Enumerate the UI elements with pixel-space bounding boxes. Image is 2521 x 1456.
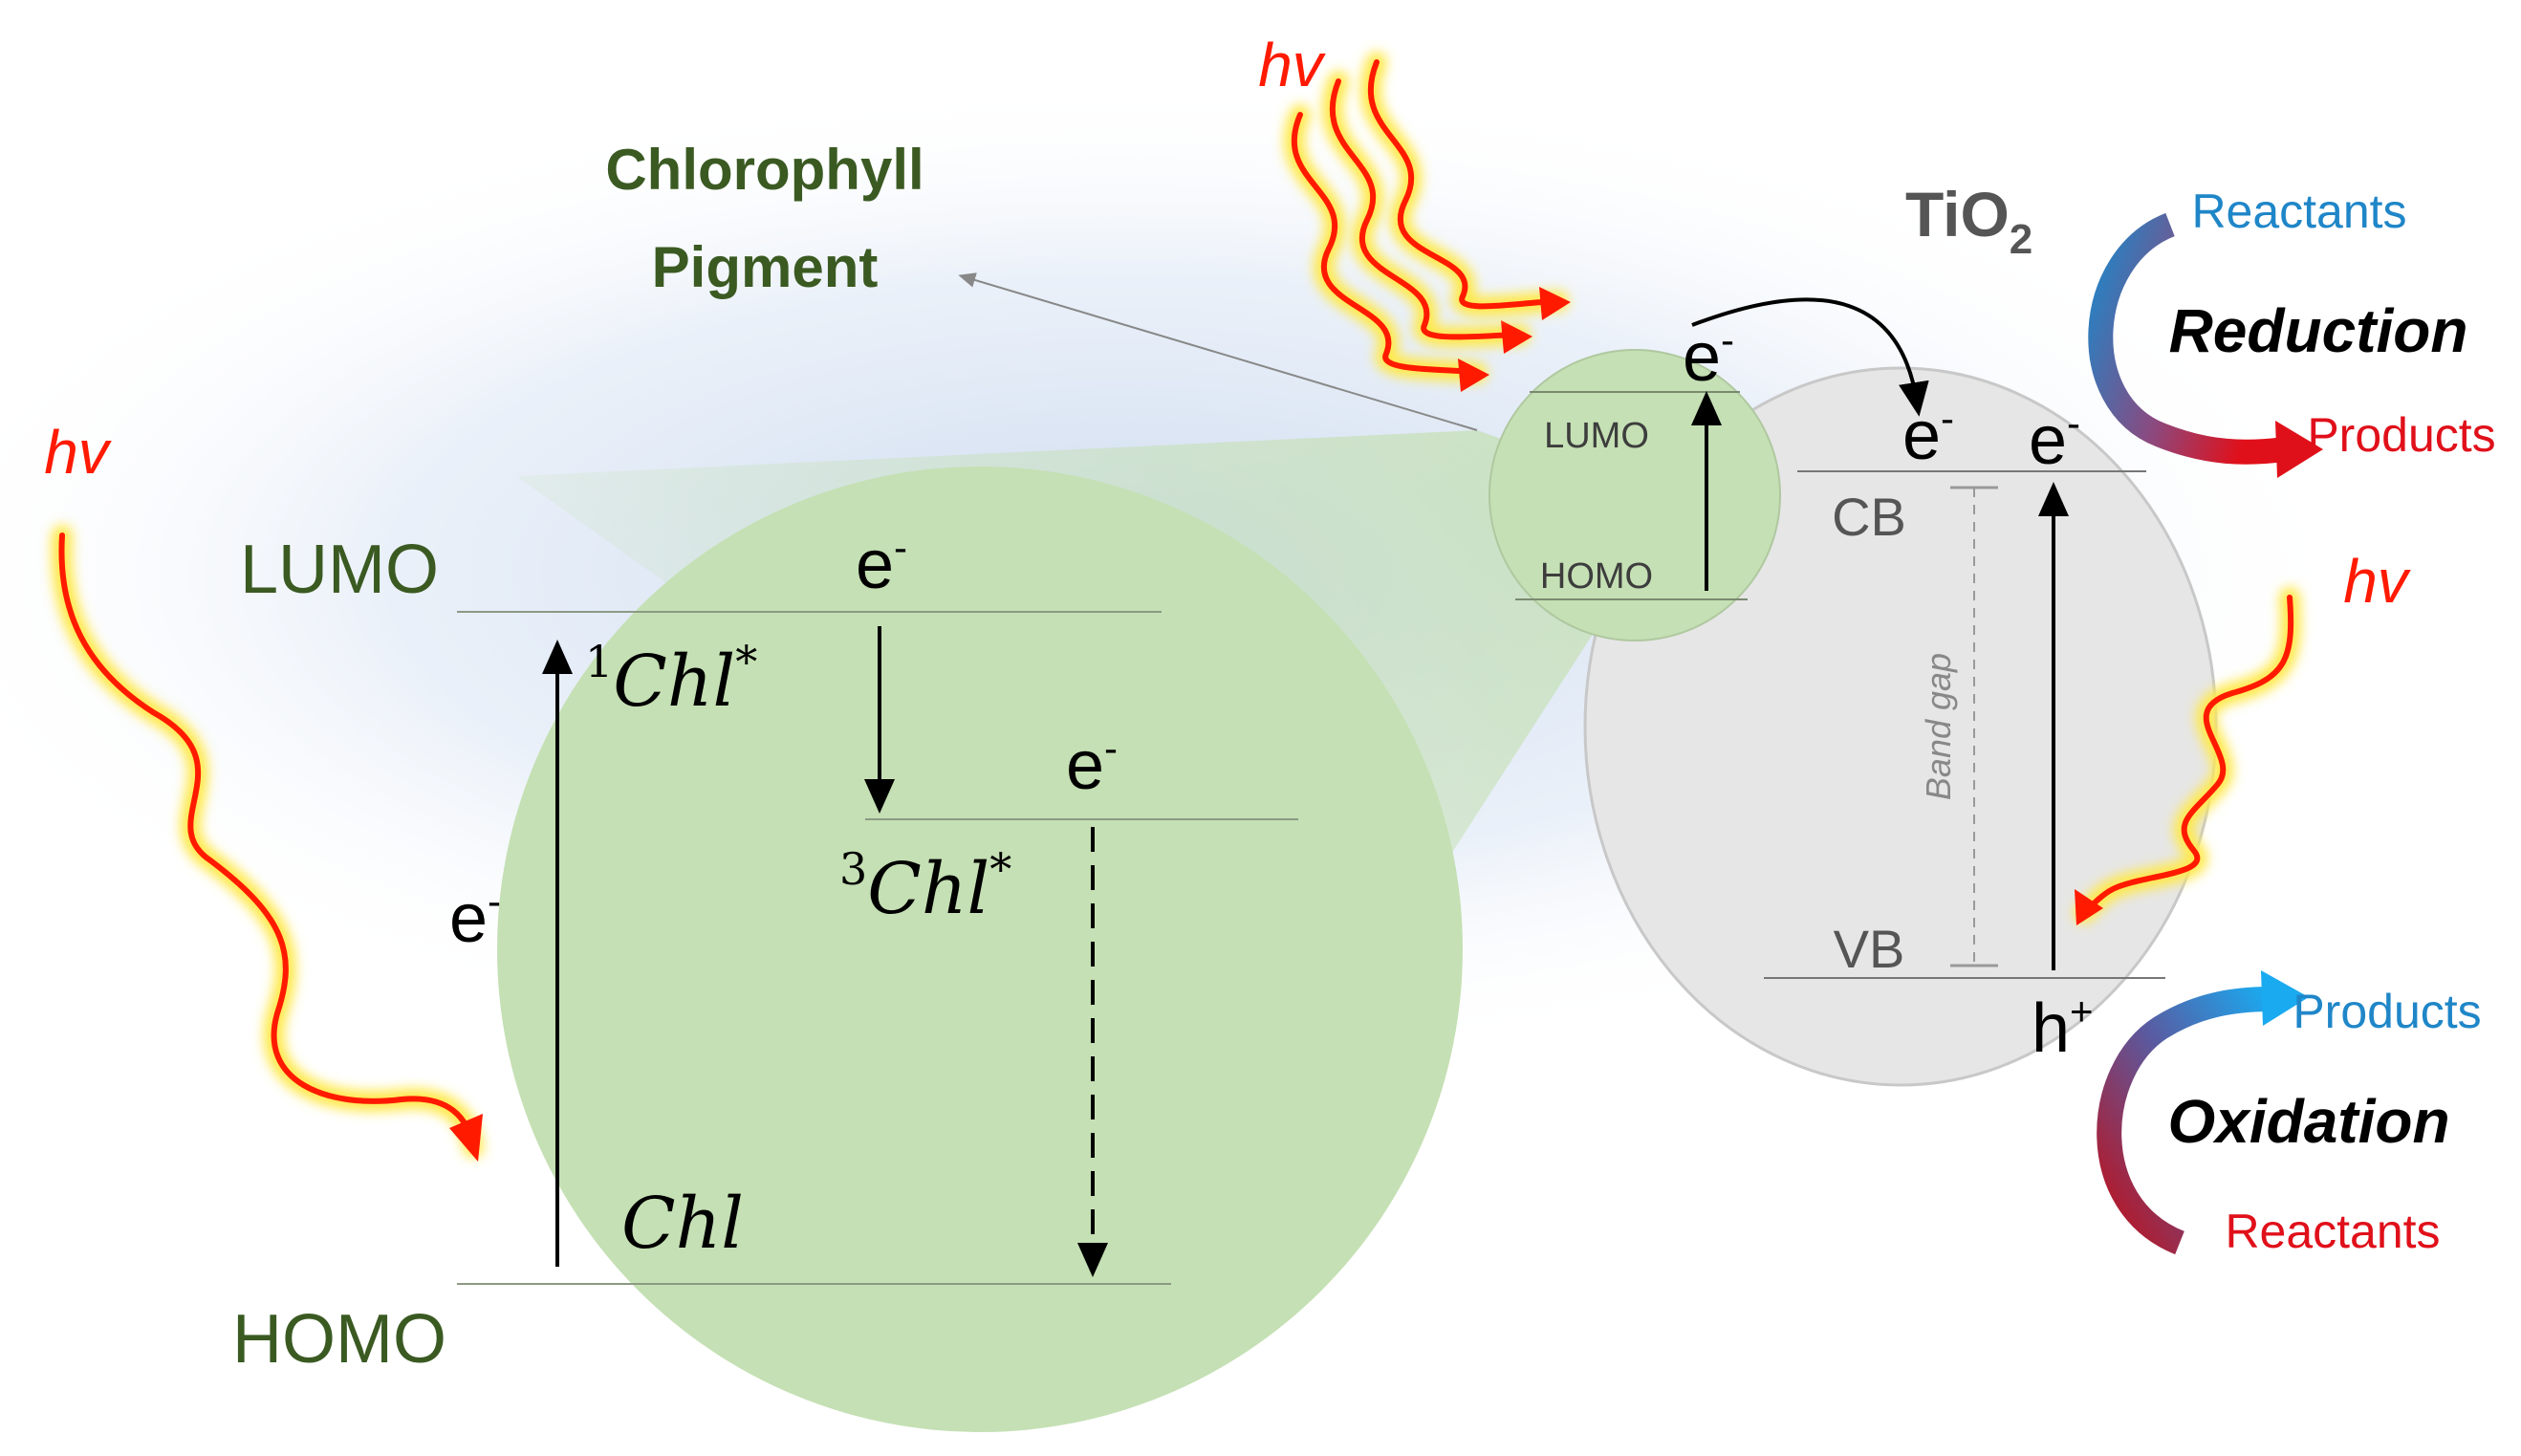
small-homo-label: HOMO <box>1540 556 1653 597</box>
photon-right <box>2074 587 2302 925</box>
cb-label: CB <box>1832 487 1906 547</box>
reduction-reaction: Reactants Reduction Products <box>2088 185 2496 478</box>
excited-electron: e- <box>2029 401 2080 479</box>
reduction-products: Products <box>2307 408 2495 462</box>
small-pigment: LUMO HOMO e- <box>1489 317 1781 641</box>
hole: h+ <box>2032 989 2094 1067</box>
oxidation-label: Oxidation <box>2167 1087 2449 1156</box>
electron-left: e- <box>449 879 501 957</box>
electron-mid: e- <box>1066 726 1118 804</box>
photon-left-label: hv <box>44 418 113 487</box>
zoomed-pigment: LUMO HOMO e- e- e- 1Chl* 3Chl* Chl <box>232 467 1463 1432</box>
small-pigment-circle <box>1489 349 1781 641</box>
oxidation-reactants: Reactants <box>2225 1205 2440 1258</box>
oxidation-products: Products <box>2293 985 2481 1038</box>
oxidation-reaction: Products Oxidation Reactants <box>2097 970 2482 1258</box>
homo-label: HOMO <box>232 1301 446 1378</box>
photon-top-label: hv <box>1258 31 1327 99</box>
photon-top <box>1283 52 1571 392</box>
band-gap-bracket <box>1950 486 1998 967</box>
small-lumo-label: LUMO <box>1544 416 1649 456</box>
reduction-reactants: Reactants <box>2191 185 2406 238</box>
electron-top: e- <box>856 525 907 603</box>
small-electron: e- <box>1683 317 1734 396</box>
photon-right-label: hv <box>2343 547 2412 616</box>
reduction-arrowhead <box>2275 421 2323 478</box>
band-gap-label: Band gap <box>1919 653 1958 800</box>
lumo-label: LUMO <box>240 532 439 608</box>
singlet-state-label: 1Chl* <box>585 636 757 723</box>
oxidation-arrowhead <box>2261 970 2309 1026</box>
triplet-state-label: 3Chl* <box>839 843 1011 930</box>
ground-state-label: Chl <box>621 1183 744 1265</box>
reduction-label: Reduction <box>2169 296 2468 365</box>
zoomed-pigment-circle <box>497 467 1463 1432</box>
reduction-arrow <box>2088 212 2287 465</box>
pigment-title-line2: Pigment <box>652 235 879 299</box>
pigment-pointer <box>958 272 1478 431</box>
electron-transfer-arrow <box>1691 297 1929 417</box>
pigment-title-line1: Chlorophyll <box>605 138 924 202</box>
tio2-title: TiO2 <box>1905 179 2032 263</box>
oxidation-arrow <box>2097 987 2271 1255</box>
vb-label: VB <box>1834 919 1905 979</box>
photon-left <box>51 525 484 1162</box>
